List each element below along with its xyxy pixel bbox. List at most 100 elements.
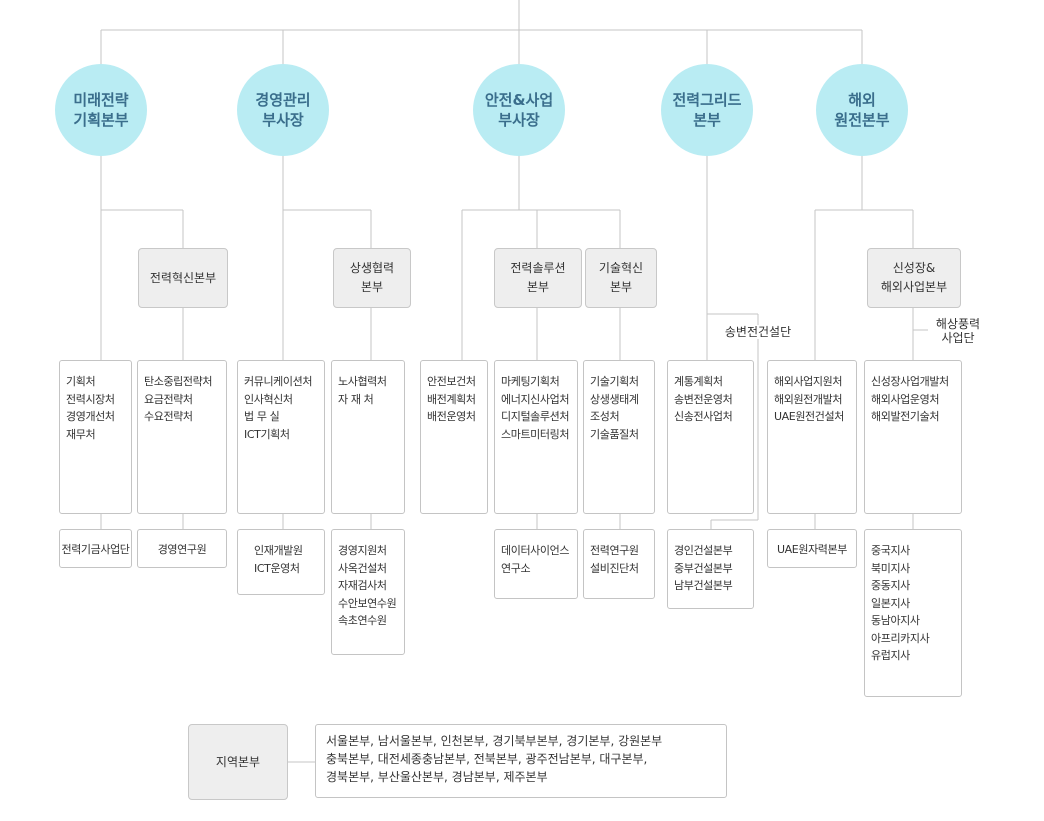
overseas-nuclear-line2: 원전본부 (834, 111, 890, 129)
dept-item[interactable]: 해외사업운영처 (871, 392, 940, 406)
dept-item[interactable]: 해외원전개발처 (774, 392, 843, 406)
dept-item[interactable]: 일본지사 (871, 596, 910, 610)
dept-item[interactable]: 남부건설본부 (674, 579, 733, 592)
dept-item[interactable]: 신성장사업개발처 (871, 375, 949, 388)
dept-item[interactable]: 배전계획처 (427, 392, 476, 406)
dept-list-construction: 경인건설본부 중부건설본부 남부건설본부 (667, 529, 754, 609)
region-line[interactable]: 서울본부, 남서울본부, 인천본부, 경기북부본부, 경기본부, 강원본부 (326, 734, 663, 748)
safety-business-line2: 부사장 (498, 111, 540, 129)
dept-item[interactable]: 설비진단처 (590, 561, 639, 575)
region-line[interactable]: 충북본부, 대전세종충남본부, 전북본부, 광주전남본부, 대구본부, (326, 752, 648, 766)
dept-item[interactable]: 기술기획처 (590, 375, 639, 388)
dept-item[interactable]: 경영개선처 (66, 410, 115, 423)
dept-item[interactable]: 전력연구원 (590, 544, 639, 557)
dept-item[interactable]: ICT기획처 (244, 427, 290, 441)
dept-item[interactable]: ICT운영처 (254, 561, 300, 575)
dept-item[interactable]: 상생생태계 (590, 392, 639, 406)
dept-item[interactable]: 수요전략처 (144, 410, 193, 423)
regional-hq-label: 지역본부 (215, 754, 261, 769)
overseas-nuclear-line1: 해외 (848, 91, 876, 109)
management-line1: 경영관리 (255, 91, 311, 109)
uae-nuclear-hq[interactable]: UAE원자력본부 (767, 529, 857, 568)
power-solution-hq[interactable]: 전력솔루션 본부 (494, 248, 582, 308)
dept-item[interactable]: 기획처 (66, 375, 96, 388)
future-strategy-head[interactable]: 미래전략 기획본부 (55, 64, 147, 156)
dept-item[interactable]: 법 무 실 (244, 410, 280, 423)
dept-item[interactable]: 아프리카지사 (871, 631, 930, 645)
dept-list-solution: 마케팅기획처 에너지신사업처 디지털솔루션처 스마트미터링처 (494, 360, 578, 514)
dept-item[interactable]: 중부건설본부 (674, 561, 733, 575)
dept-item[interactable]: 인재개발원 (254, 544, 303, 557)
region-line[interactable]: 경북본부, 부산울산본부, 경남본부, 제주본부 (326, 770, 548, 784)
dept-item[interactable]: UAE원전건설처 (774, 410, 844, 423)
coexistence-line2: 본부 (360, 280, 384, 294)
dept-item[interactable]: 디지털솔루션처 (501, 410, 570, 423)
data-science-line2: 연구소 (501, 561, 531, 575)
dept-item[interactable]: 속초연수원 (338, 614, 387, 627)
dept-item[interactable]: 경영지원처 (338, 544, 387, 557)
dept-item[interactable]: 요금전략처 (144, 392, 193, 406)
new-growth-line1: 신성장& (892, 261, 936, 275)
coexistence-line1: 상생협력 (349, 261, 395, 275)
dept-item[interactable]: 기술품질처 (590, 427, 639, 441)
management-head[interactable]: 경영관리 부사장 (237, 64, 329, 156)
dept-item[interactable]: 스마트미터링처 (501, 427, 570, 441)
dept-item[interactable]: 재무처 (66, 427, 96, 441)
dept-list-tech: 기술기획처 상생생태계 조성처 기술품질처 (583, 360, 655, 514)
future-strategy-line2: 기획본부 (73, 111, 129, 129)
overseas-nuclear-head[interactable]: 해외 원전본부 (816, 64, 908, 156)
power-grid-line2: 본부 (693, 111, 721, 129)
dept-item[interactable]: 사옥건설처 (338, 561, 387, 575)
offshore-wind-unit[interactable]: 해상풍력 사업단 (928, 317, 988, 345)
power-innovation-hq[interactable]: 전력혁신본부 (138, 248, 228, 308)
management-research-institute[interactable]: 경영연구원 (137, 529, 227, 568)
regional-hq[interactable]: 지역본부 (188, 724, 288, 800)
dept-list-future: 기획처 전력시장처 경영개선처 재무처 (59, 360, 132, 514)
tech-innovation-hq[interactable]: 기술혁신 본부 (585, 248, 657, 308)
power-grid-head[interactable]: 전력그리드 본부 (661, 64, 753, 156)
dept-item[interactable]: 중동지사 (871, 579, 910, 592)
dept-item[interactable]: 동남아지사 (871, 614, 920, 627)
dept-item[interactable]: 계통계획처 (674, 375, 723, 388)
dept-item[interactable]: 노사협력처 (338, 375, 387, 388)
dept-item[interactable]: 유럽지사 (871, 649, 910, 662)
power-solution-line1: 전력솔루션 (510, 261, 566, 275)
power-solution-line2: 본부 (526, 280, 550, 294)
dept-item[interactable]: 에너지신사업처 (501, 392, 570, 406)
dept-item[interactable]: 해외발전기술처 (871, 410, 940, 423)
dept-item[interactable]: 경인건설본부 (674, 544, 733, 557)
dept-item[interactable]: 자재검사처 (338, 579, 387, 592)
dept-list-research: 전력연구원 설비진단처 (583, 529, 655, 599)
dept-item[interactable]: 중국지사 (871, 544, 910, 557)
dept-item[interactable]: 마케팅기획처 (501, 375, 560, 388)
dept-list-safety: 안전보건처 배전계획처 배전운영처 (420, 360, 488, 514)
tech-innovation-line1: 기술혁신 (598, 261, 644, 275)
dept-list-support: 경영지원처 사옥건설처 자재검사처 수안보연수원 속초연수원 (331, 529, 405, 655)
dept-item[interactable]: 배전운영처 (427, 410, 476, 423)
dept-item[interactable]: 수안보연수원 (338, 596, 397, 610)
dept-item[interactable]: 안전보건처 (427, 375, 476, 388)
dept-item[interactable]: 전력시장처 (66, 392, 115, 406)
dept-item[interactable]: 신송전사업처 (674, 410, 733, 423)
management-line2: 부사장 (262, 111, 304, 129)
safety-business-head[interactable]: 안전&사업 부사장 (473, 64, 565, 156)
new-growth-hq[interactable]: 신성장& 해외사업본부 (867, 248, 961, 308)
offshore-wind-line1: 해상풍력 (935, 317, 981, 331)
coexistence-hq[interactable]: 상생협력 본부 (333, 248, 411, 308)
dept-item[interactable]: 커뮤니케이션처 (244, 375, 313, 388)
dept-list-management: 커뮤니케이션처 인사혁신처 법 무 실 ICT기획처 (237, 360, 325, 514)
future-strategy-line1: 미래전략 (73, 91, 129, 109)
data-science-lab[interactable]: 데이터사이언스 연구소 (494, 529, 578, 599)
power-fund-unit[interactable]: 전력기금사업단 (59, 529, 132, 568)
dept-item[interactable]: 북미지사 (871, 561, 910, 575)
dept-list-new-growth: 신성장사업개발처 해외사업운영처 해외발전기술처 (864, 360, 962, 514)
dept-item[interactable]: 송변전운영처 (674, 392, 733, 406)
dept-item[interactable]: 탄소중립전략처 (144, 375, 213, 388)
dept-item[interactable]: 자 재 처 (338, 392, 374, 406)
dept-item[interactable]: 인사혁신처 (244, 392, 293, 406)
dept-item[interactable]: 조성처 (590, 410, 620, 423)
dept-list-overseas-branches: 중국지사 북미지사 중동지사 일본지사 동남아지사 아프리카지사 유럽지사 (864, 529, 962, 697)
dept-item[interactable]: 해외사업지원처 (774, 375, 843, 388)
substation-construction-unit[interactable]: 송변전건설단 (716, 325, 800, 339)
